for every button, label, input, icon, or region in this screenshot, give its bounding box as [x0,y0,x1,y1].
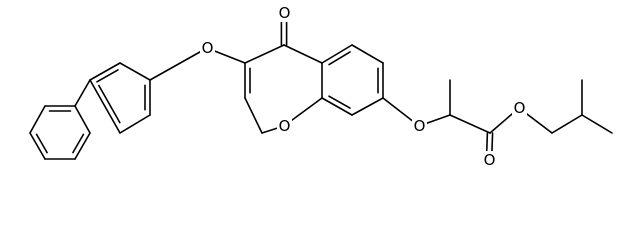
atom-ester-o-single: O [512,99,527,117]
bond-c2-ch2 [244,97,263,134]
bond-a1-b1 [74,79,91,107]
atom-labels: O O O O O O [200,4,527,169]
bond-a5-a6-inner [72,133,85,154]
bond-c4a-c5-inner [328,51,351,66]
bond-a6-a1 [74,105,91,134]
bond-c4-c3 [244,44,285,64]
bond-sch-sm2 [581,114,613,134]
atom-label-ether-o-biphenyl: O [202,39,214,57]
molecule-structure-diagram: O O O O O O [29,4,613,169]
bond-sch2-sch [551,114,583,134]
bond-b3-oBi [149,47,208,81]
bond-c7-c8 [351,97,384,116]
bond-b2-b3 [119,62,151,81]
bond-b5-b1 [89,79,121,134]
atom-label-ester-o-double: O [484,151,496,169]
atom-label-ring-o: O [279,117,291,135]
bond-a2-a3 [29,105,46,134]
bond-a3-a4 [29,132,46,160]
bond-sa-sc [449,114,491,134]
bond-c8-c8a [321,97,353,116]
bond-b1-b2 [89,62,121,81]
bond-c4a-c5 [321,44,353,64]
bond-c4a-c4 [283,44,323,64]
atom-label-ether-o-7: O [414,117,426,135]
atom-ring-o: O [277,117,292,135]
bond-a5-a6 [74,132,91,160]
bond-b5-b1-inner [98,84,121,124]
bond-c8-c8a-inner [328,95,351,109]
bonds [29,12,613,161]
bond-b1-b2-inner [96,69,119,83]
atom-label-ketone-o: O [279,4,291,22]
atom-ketone-o: O [277,4,292,22]
bond-b4-b5 [119,114,151,134]
atom-label-ester-o-single: O [514,99,526,117]
atom-ester-o-double: O [482,151,497,169]
atom-ether-o-biphenyl: O [200,39,215,57]
atom-ether-o-7: O [412,117,427,135]
bond-a3-a4-inner [35,133,48,154]
bond-c5-c6 [351,44,384,64]
